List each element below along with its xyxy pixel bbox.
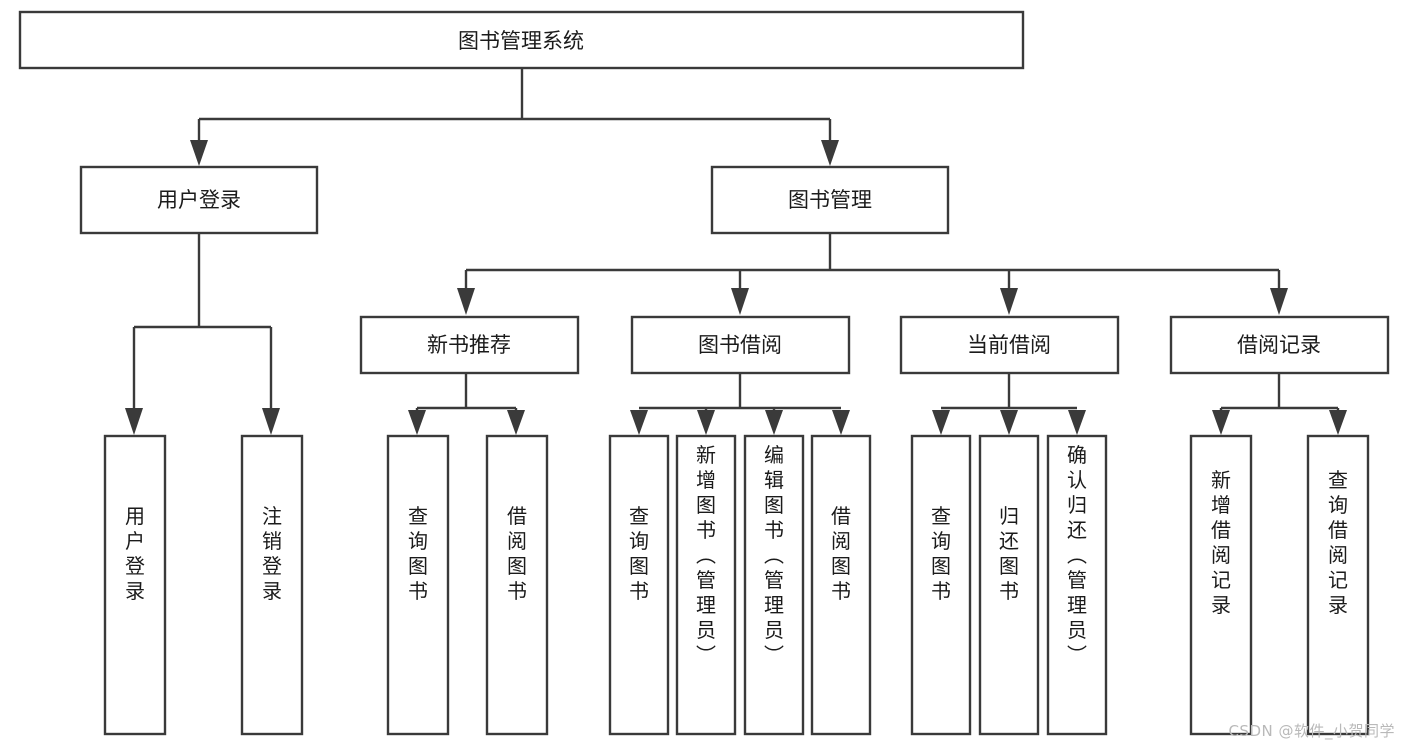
arrow-leaf-return-book [1000, 410, 1018, 435]
node-leaf-borrow-book-2-label: 借阅图书 [831, 504, 851, 603]
node-borrow-record-box[interactable] [1169, 315, 1390, 375]
node-book-borrow-box[interactable] [630, 315, 851, 375]
node-current-borrow-box[interactable] [899, 315, 1120, 375]
node-user-login-label: 用户登录 [157, 188, 241, 212]
node-leaf-add-book-box[interactable] [675, 434, 737, 736]
arrow-leaf-query-book-3 [932, 410, 950, 435]
node-leaf-logout-login-box[interactable] [240, 434, 304, 736]
node-leaf-return-book[interactable]: 归还图书 [978, 434, 1040, 736]
node-root-label: 图书管理系统 [458, 29, 584, 53]
arrow-book-manage [821, 140, 839, 166]
node-leaf-user-login-label: 用户登录 [125, 504, 145, 603]
node-leaf-edit-book-box[interactable] [743, 434, 805, 736]
node-book-borrow-label: 图书借阅 [698, 333, 782, 357]
arrow-leaf-user-login [125, 408, 143, 435]
node-leaf-add-record-label: 新增借阅记录 [1211, 468, 1231, 617]
node-leaf-add-book[interactable]: 新增图书︵管理员︶ [675, 434, 737, 736]
node-leaf-confirm-return[interactable]: 确认归还︵管理员︶ [1046, 434, 1108, 736]
arrow-leaf-add-record [1212, 410, 1230, 435]
node-leaf-query-record-box[interactable] [1306, 434, 1370, 736]
arrow-current-borrow [1000, 288, 1018, 315]
node-leaf-query-book-2[interactable]: 查询图书 [608, 434, 670, 736]
arrow-leaf-add-book [697, 410, 715, 435]
node-leaf-add-book-label: 新增图书︵管理员︶ [696, 443, 716, 667]
arrow-user-login [190, 140, 208, 166]
node-current-borrow[interactable]: 当前借阅 [899, 315, 1120, 375]
node-leaf-borrow-book-1-label: 借阅图书 [507, 504, 527, 603]
arrow-leaf-query-record [1329, 410, 1347, 435]
node-leaf-borrow-book-1-box[interactable] [485, 434, 549, 736]
node-root[interactable]: 图书管理系统 [18, 10, 1025, 70]
node-leaf-borrow-book-2-box[interactable] [810, 434, 872, 736]
node-leaf-user-login[interactable]: 用户登录 [103, 434, 167, 736]
node-leaf-return-book-box[interactable] [978, 434, 1040, 736]
node-leaf-confirm-return-box[interactable] [1046, 434, 1108, 736]
arrow-book-borrow [731, 288, 749, 315]
node-leaf-query-book-1[interactable]: 查询图书 [386, 434, 450, 736]
arrow-borrow-record [1270, 288, 1288, 315]
node-leaf-query-book-2-label: 查询图书 [629, 504, 649, 603]
node-leaf-query-book-1-label: 查询图书 [408, 504, 428, 603]
arrow-leaf-borrow-book-1 [507, 410, 525, 435]
node-leaf-logout-login-label: 注销登录 [262, 504, 282, 603]
node-current-borrow-label: 当前借阅 [967, 333, 1051, 357]
node-borrow-record[interactable]: 借阅记录 [1169, 315, 1390, 375]
node-leaf-add-record[interactable]: 新增借阅记录 [1189, 434, 1253, 736]
node-book-manage-box[interactable] [710, 165, 950, 235]
node-leaf-query-record-label: 查询借阅记录 [1328, 468, 1348, 617]
node-user-login-box[interactable] [79, 165, 319, 235]
node-new-book-recommend[interactable]: 新书推荐 [359, 315, 580, 375]
node-new-book-recommend-box[interactable] [359, 315, 580, 375]
node-leaf-borrow-book-2[interactable]: 借阅图书 [810, 434, 872, 736]
node-leaf-query-record[interactable]: 查询借阅记录 [1306, 434, 1370, 736]
arrow-leaf-query-book-1 [408, 410, 426, 435]
node-book-manage[interactable]: 图书管理 [710, 165, 950, 235]
node-root-box[interactable] [18, 10, 1025, 70]
arrow-leaf-query-book-2 [630, 410, 648, 435]
node-leaf-query-book-3[interactable]: 查询图书 [910, 434, 972, 736]
node-leaf-edit-book-label: 编辑图书︵管理员︶ [764, 443, 784, 667]
node-leaf-add-record-box[interactable] [1189, 434, 1253, 736]
node-leaf-confirm-return-label: 确认归还︵管理员︶ [1067, 443, 1087, 667]
node-leaf-logout-login[interactable]: 注销登录 [240, 434, 304, 736]
node-book-manage-label: 图书管理 [788, 188, 872, 212]
arrow-leaf-logout [262, 408, 280, 435]
connector-layer [125, 68, 1347, 435]
node-borrow-record-label: 借阅记录 [1237, 333, 1321, 357]
node-leaf-query-book-3-label: 查询图书 [931, 504, 951, 603]
node-leaf-query-book-1-box[interactable] [386, 434, 450, 736]
node-leaf-query-book-2-box[interactable] [608, 434, 670, 736]
node-leaf-user-login-box[interactable] [103, 434, 167, 736]
arrow-leaf-borrow-book-2 [832, 410, 850, 435]
node-user-login[interactable]: 用户登录 [79, 165, 319, 235]
node-new-book-recommend-label: 新书推荐 [427, 333, 511, 357]
node-book-borrow[interactable]: 图书借阅 [630, 315, 851, 375]
arrow-new-book-recommend [457, 288, 475, 315]
node-leaf-borrow-book-1[interactable]: 借阅图书 [485, 434, 549, 736]
node-leaf-query-book-3-box[interactable] [910, 434, 972, 736]
node-leaf-edit-book[interactable]: 编辑图书︵管理员︶ [743, 434, 805, 736]
node-leaf-return-book-label: 归还图书 [999, 504, 1019, 603]
arrow-leaf-edit-book [765, 410, 783, 435]
arrow-leaf-confirm-return [1068, 410, 1086, 435]
